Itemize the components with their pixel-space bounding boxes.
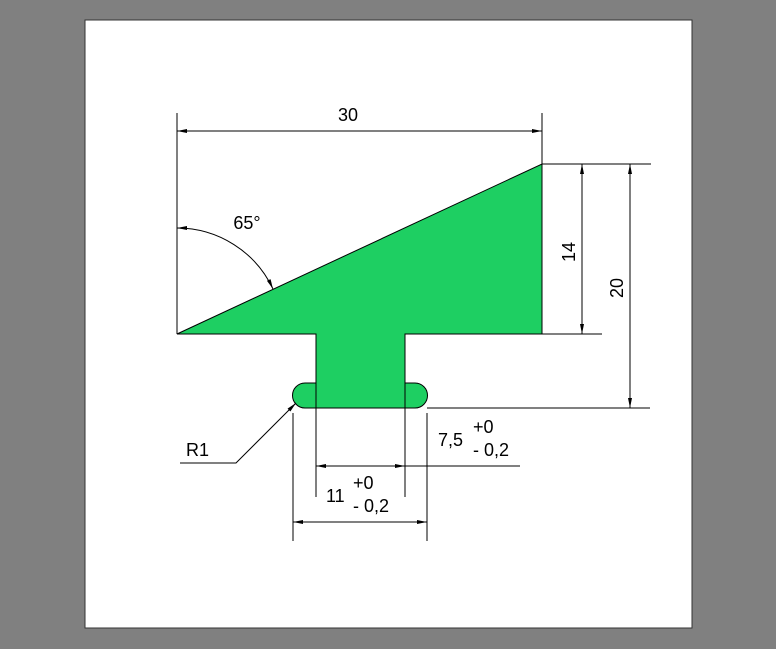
- stem-width-value: 7,5: [438, 430, 463, 450]
- stem-width-lower-tol: - 0,2: [473, 440, 509, 460]
- radius-label: R1: [186, 440, 209, 460]
- profile-shape: [176, 163, 543, 409]
- radius-leader: [180, 402, 297, 464]
- width-dimension-label: 30: [338, 105, 358, 125]
- angle-label: 65°: [233, 213, 260, 233]
- flange-width-upper-tol: +0: [353, 473, 374, 493]
- height-total-label: 20: [607, 278, 627, 298]
- flange-width-value: 11: [326, 486, 345, 506]
- height-top-label: 14: [559, 242, 579, 262]
- flange-width-lower-tol: - 0,2: [353, 496, 389, 516]
- stem-width-upper-tol: +0: [473, 417, 494, 437]
- extension-lines: [176, 113, 651, 541]
- angle-arc: [176, 226, 274, 290]
